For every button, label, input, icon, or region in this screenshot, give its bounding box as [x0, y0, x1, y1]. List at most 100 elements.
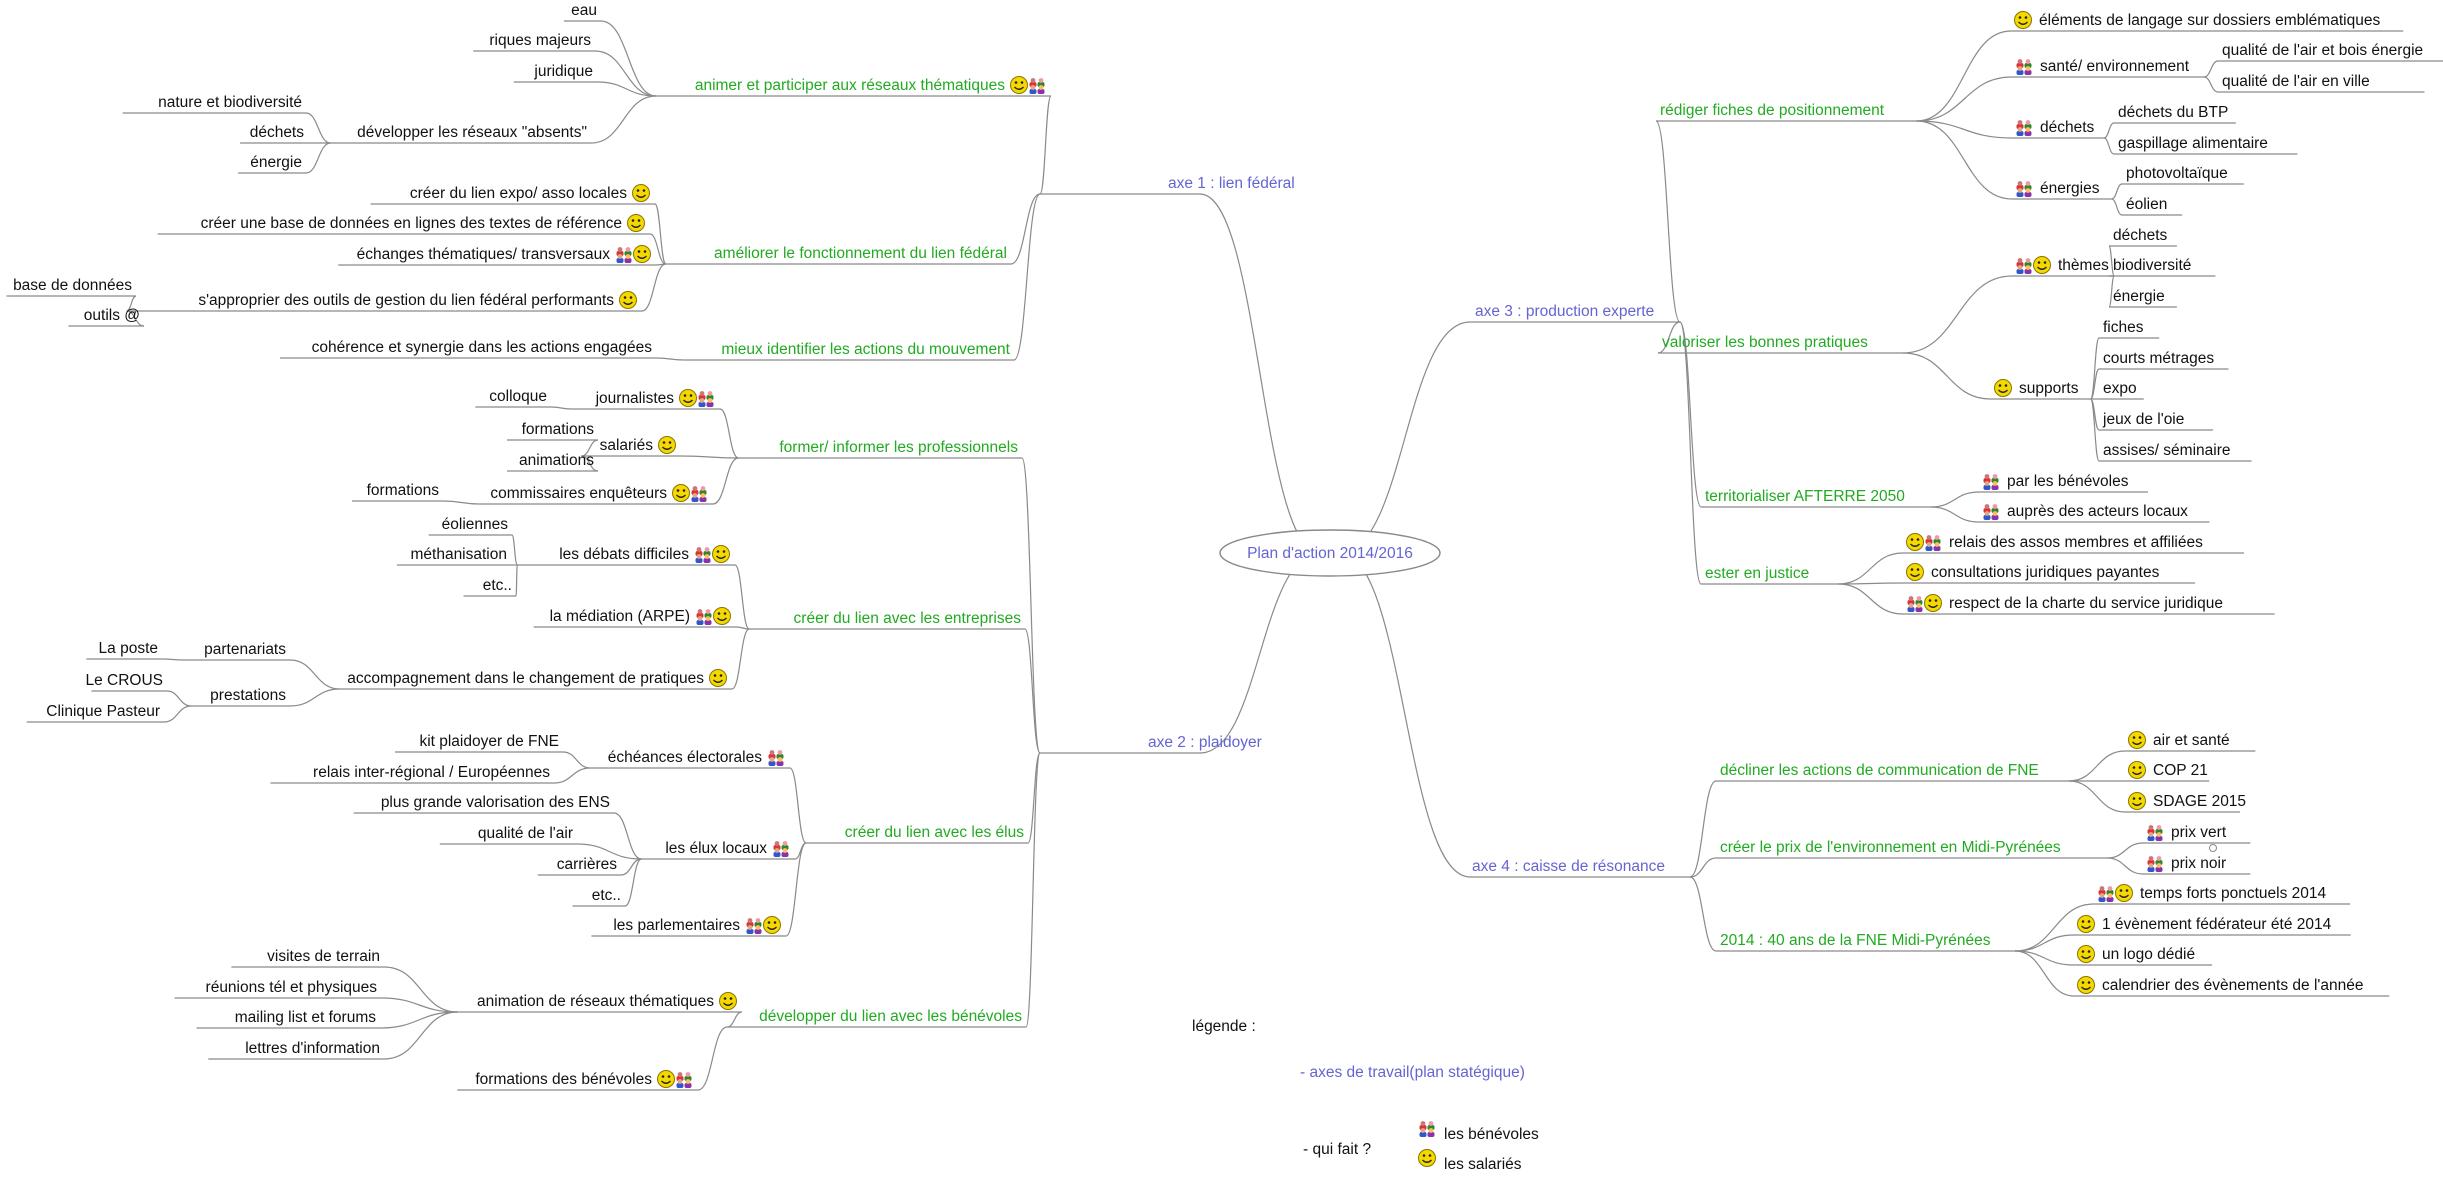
connector-line	[2090, 398, 2100, 462]
connector-line	[2090, 337, 2100, 400]
smiley-icon	[633, 245, 651, 263]
connector-line	[2068, 750, 2126, 782]
task-label: par les bénévoles	[2007, 473, 2129, 490]
connector-line	[1657, 321, 1681, 354]
smiley-icon	[1994, 379, 2012, 397]
objective-label: ester en justice	[1705, 565, 1809, 582]
objective-label: 2014 : 40 ans de la FNE Midi-Pyrénées	[1720, 932, 1991, 949]
task-label: carrières	[557, 856, 618, 873]
connector-line	[2068, 780, 2126, 813]
task-label: déchets	[250, 124, 305, 141]
connector-line	[1013, 193, 1041, 361]
connector-line	[166, 690, 192, 707]
task-label: créer une base de données en lignes des …	[201, 215, 622, 232]
connector-line	[2014, 950, 2075, 997]
connector-line	[553, 767, 591, 784]
connector-line	[719, 408, 739, 459]
task-label: nature et biodiversité	[158, 94, 302, 111]
smiley-icon	[657, 1070, 675, 1088]
task-label: réunions tél et physiques	[206, 979, 378, 996]
connector-line	[712, 457, 739, 505]
task-label: assises/ séminaire	[2103, 442, 2231, 459]
task-label: qualité de l'air et bois énergie	[2222, 42, 2423, 59]
task-label: éoliennes	[442, 516, 509, 533]
task-label: relais inter-régional / Européennes	[313, 764, 550, 781]
smiley-icon	[2077, 976, 2095, 994]
center-label: Plan d'action 2014/2016	[1247, 545, 1413, 562]
legend: légende :- axes de travail(plan statégiq…	[1192, 1018, 1539, 1173]
connector-line	[654, 203, 667, 265]
task-label: prix noir	[2171, 855, 2226, 872]
connector-line	[1838, 582, 1904, 585]
people-group-icon	[696, 609, 712, 625]
connector-line	[1199, 552, 1321, 754]
connector-line	[596, 81, 657, 97]
task-label: mailing list et forums	[235, 1009, 377, 1026]
legend-benevoles: les bénévoles	[1444, 1126, 1539, 1143]
people-group-icon	[676, 1072, 692, 1088]
collapse-handle[interactable]	[2209, 844, 2217, 852]
people-group-icon	[2016, 181, 2032, 197]
task-label: formations	[522, 421, 595, 438]
smiley-icon	[1906, 563, 1924, 581]
connector-line	[600, 20, 657, 97]
connector-line	[581, 439, 599, 457]
task-label: qualité de l'air	[478, 825, 573, 842]
objective-label: créer du lien avec les entreprises	[794, 610, 1022, 627]
connector-line	[383, 1011, 458, 1060]
connector-line	[2203, 76, 2219, 93]
smiley-icon	[2077, 915, 2095, 933]
objective-label: territorialiser AFTERRE 2050	[1705, 488, 1905, 505]
smiley-icon	[619, 291, 637, 309]
axis-label: axe 2 : plaidoyer	[1148, 734, 1262, 751]
task-label: déchets	[2040, 119, 2095, 136]
task-label: formations	[367, 482, 440, 499]
connector-line	[2108, 245, 2115, 277]
objective-label: améliorer le fonctionnement du lien fédé…	[714, 245, 1007, 262]
task-label: lettres d'information	[245, 1040, 380, 1057]
smiley-icon	[763, 916, 781, 934]
task-label: plus grande valorisation des ENS	[381, 794, 610, 811]
task-label: colloque	[489, 388, 547, 405]
objective-label: rédiger fiches de positionnement	[1660, 102, 1885, 119]
connector-line	[731, 628, 750, 690]
axis-label: axe 3 : production experte	[1475, 303, 1654, 320]
smiley-icon	[627, 214, 645, 232]
connector-line	[581, 455, 599, 472]
connector-line	[2108, 275, 2115, 308]
task-label: développer les réseaux "absents"	[357, 124, 587, 141]
connector-line	[734, 564, 750, 630]
connector-line	[789, 767, 807, 844]
task-label: éolien	[2126, 196, 2167, 213]
task-label: thèmes	[2058, 257, 2109, 274]
people-group-icon	[2147, 825, 2163, 841]
task-label: jeux de l'oie	[2102, 411, 2184, 428]
connector-line	[594, 50, 657, 97]
axis-label: axe 1 : lien fédéral	[1168, 175, 1295, 192]
connector-line	[2014, 950, 2075, 966]
people-group-icon	[773, 841, 789, 857]
objective-label: valoriser les bonnes pratiques	[1662, 334, 1868, 351]
smiley-icon	[1924, 594, 1942, 612]
task-label: juridique	[533, 63, 593, 80]
connector-line	[379, 1011, 458, 1029]
task-label: déchets	[2113, 227, 2168, 244]
smiley-icon	[719, 992, 737, 1010]
connector-line	[2111, 183, 2123, 200]
task-label: gaspillage alimentaire	[2118, 135, 2268, 152]
task-label: photovoltaïque	[2126, 165, 2228, 182]
smiley-icon	[679, 389, 697, 407]
task-label: supports	[2019, 380, 2079, 397]
task-label: échanges thématiques/ transversaux	[357, 246, 611, 263]
smiley-icon	[2128, 761, 2146, 779]
objective-label: former/ informer les professionnels	[779, 439, 1018, 456]
connector-line	[305, 112, 331, 144]
task-label: cohérence et synergie dans les actions e…	[312, 339, 653, 356]
connector-line	[1902, 352, 1992, 400]
task-label: énergies	[2040, 180, 2100, 197]
people-group-icon	[1925, 535, 1941, 551]
people-group-icon	[2016, 59, 2032, 75]
smiley-icon	[2014, 11, 2032, 29]
smiley-icon	[672, 484, 690, 502]
connector-line	[1930, 506, 1980, 523]
